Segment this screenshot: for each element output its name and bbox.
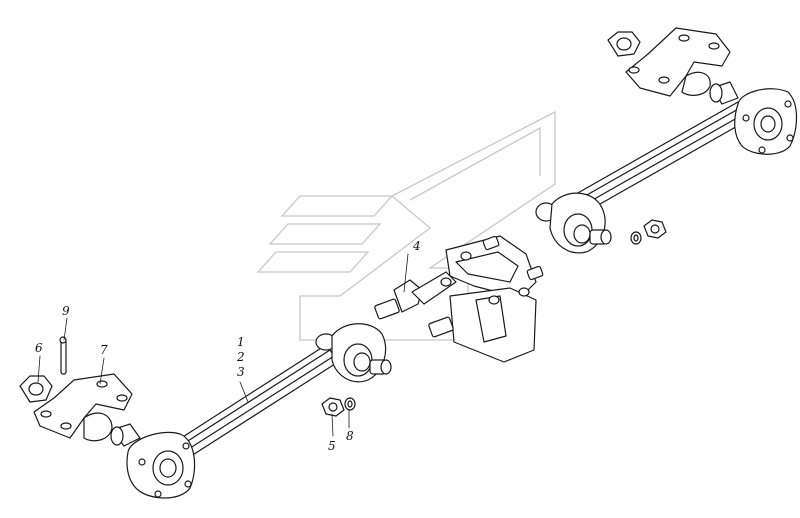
right-bracket (625, 27, 731, 97)
central-bracket (374, 235, 544, 363)
cotter-pin (59, 336, 67, 375)
left-bracket (33, 373, 133, 442)
right-tie-rod (575, 101, 749, 213)
left-tie-rod (177, 344, 339, 459)
nut-and-washer (321, 397, 356, 417)
right-inner-ball-joint (535, 192, 612, 254)
right-castle-nut (607, 31, 641, 57)
right-nut-and-washer (630, 219, 667, 245)
left-ball-joint (110, 423, 196, 499)
left-inner-ball-joint (315, 323, 392, 383)
callout-7: 7 (100, 343, 108, 357)
callout-1: 1 (237, 335, 245, 349)
callout-6: 6 (35, 341, 43, 355)
callout-3: 3 (237, 365, 245, 379)
callout-4: 4 (413, 239, 421, 253)
callout-5: 5 (328, 439, 336, 453)
callout-2: 2 (237, 350, 245, 364)
callout-9: 9 (62, 304, 70, 318)
right-ball-joint (709, 81, 798, 155)
left-castle-nut (19, 375, 53, 403)
leader-lines (37, 253, 409, 437)
callout-8: 8 (346, 429, 354, 443)
